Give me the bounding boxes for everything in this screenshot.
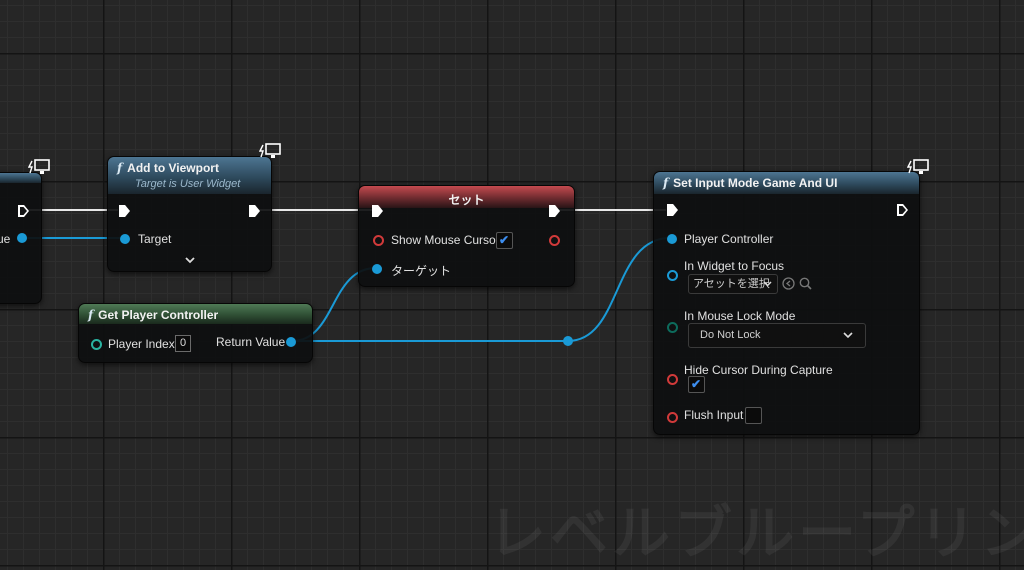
return-value-pin[interactable]: [17, 233, 27, 243]
show-mouse-cursor-checkbox[interactable]: ✔: [496, 232, 513, 249]
player-index-input[interactable]: 0: [175, 335, 191, 352]
player-index-pin[interactable]: [91, 339, 102, 350]
monitor-icon: [907, 159, 929, 174]
return-value-label: ue: [0, 232, 11, 246]
get-player-controller-node[interactable]: f Get Player Controller Player Index 0 Re…: [78, 303, 313, 363]
mouse-lock-pin[interactable]: [667, 322, 678, 333]
exec-out-pin[interactable]: [18, 205, 29, 217]
player-controller-pin[interactable]: [667, 234, 677, 244]
exec-out-pin[interactable]: [897, 204, 908, 216]
target-pin[interactable]: [372, 264, 382, 274]
function-icon: f: [117, 161, 123, 175]
hide-cursor-pin[interactable]: [667, 374, 678, 385]
target-label: ターゲット: [391, 264, 452, 278]
show-mouse-cursor-label: Show Mouse Cursor: [391, 233, 500, 247]
in-widget-label: In Widget to Focus: [684, 259, 785, 273]
set-node-header: セット: [359, 186, 574, 208]
monitor-icon: [259, 143, 281, 158]
exec-in-pin[interactable]: [119, 205, 130, 217]
reroute-knot: [563, 336, 573, 346]
function-icon: f: [663, 176, 669, 190]
checkmark-icon: ✔: [691, 377, 702, 391]
flush-input-checkbox[interactable]: [745, 407, 762, 424]
mouse-lock-value: Do Not Lock: [700, 329, 761, 341]
asset-picker-value: アセットを選択: [693, 278, 770, 290]
set-input-mode-header: f Set Input Mode Game And UI: [654, 172, 919, 194]
exec-in-pin[interactable]: [667, 204, 678, 216]
player-controller-label: Player Controller: [684, 232, 774, 246]
exec-out-pin[interactable]: [549, 205, 560, 217]
monitor-icon: [28, 159, 50, 174]
use-selected-asset-icon[interactable]: [782, 277, 795, 290]
add-to-viewport-title: f Add to Viewport: [117, 161, 219, 175]
target-pin[interactable]: [120, 234, 130, 244]
add-to-viewport-node[interactable]: f Add to Viewport Target is User Widget T…: [107, 156, 272, 272]
show-mouse-cursor-pin[interactable]: [373, 235, 384, 246]
set-input-mode-node[interactable]: f Set Input Mode Game And UI Player Contr…: [653, 171, 920, 435]
flush-input-label: Flush Input: [684, 408, 744, 422]
controller-wire-input: [292, 237, 671, 342]
chevron-down-icon: [843, 332, 853, 339]
set-node-title: セット: [448, 193, 485, 207]
mouse-lock-label: In Mouse Lock Mode: [684, 309, 796, 323]
flush-input-pin[interactable]: [667, 412, 678, 423]
get-player-controller-title: f Get Player Controller: [88, 308, 218, 322]
checkmark-icon: ✔: [499, 233, 510, 247]
chevron-down-icon: [763, 281, 772, 287]
add-to-viewport-subtitle: Target is User Widget: [135, 178, 241, 190]
previous-node[interactable]: ue: [0, 172, 42, 304]
previous-node-header: [0, 173, 41, 183]
get-player-controller-title-text: Get Player Controller: [98, 308, 219, 322]
hide-cursor-label: Hide Cursor During Capture: [684, 363, 833, 377]
search-icon[interactable]: [799, 277, 812, 290]
set-input-mode-title: f Set Input Mode Game And UI: [663, 176, 837, 190]
hide-cursor-checkbox[interactable]: ✔: [688, 376, 705, 393]
exec-in-pin[interactable]: [372, 205, 383, 217]
mouse-lock-dropdown[interactable]: Do Not Lock: [688, 323, 866, 348]
show-mouse-cursor-out-pin[interactable]: [549, 235, 560, 246]
return-value-pin[interactable]: [286, 337, 296, 347]
set-variable-node[interactable]: セット Show Mouse Cursor ✔ ターゲット: [358, 185, 575, 287]
asset-picker-dropdown[interactable]: アセットを選択: [688, 274, 778, 294]
add-to-viewport-header: f Add to Viewport Target is User Widget: [108, 157, 271, 194]
in-widget-pin[interactable]: [667, 270, 678, 281]
function-icon: f: [88, 308, 94, 322]
exec-out-pin[interactable]: [249, 205, 260, 217]
chevron-down-icon[interactable]: [185, 257, 195, 264]
set-input-mode-title-text: Set Input Mode Game And UI: [673, 176, 838, 190]
add-to-viewport-title-text: Add to Viewport: [127, 161, 219, 175]
target-label: Target: [138, 232, 172, 246]
get-player-controller-header: f Get Player Controller: [79, 304, 312, 324]
return-value-label: Return Value: [216, 335, 286, 349]
player-index-label: Player Index: [108, 337, 175, 351]
